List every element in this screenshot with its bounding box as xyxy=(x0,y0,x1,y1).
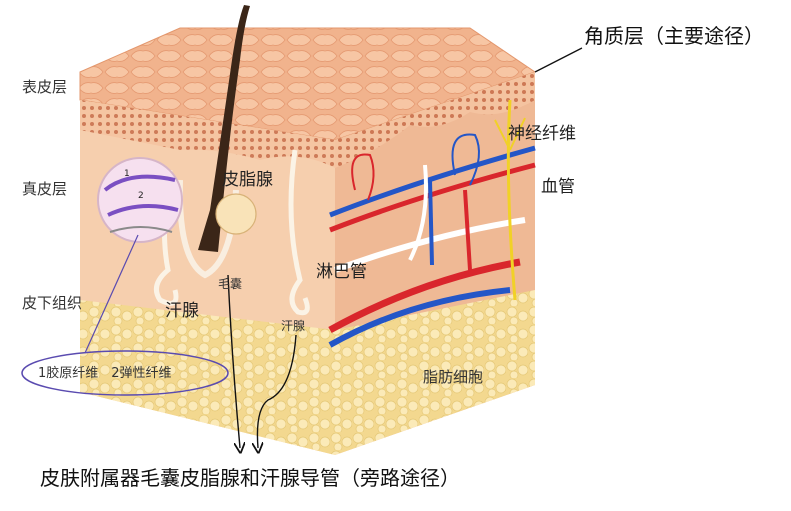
elastic-fiber xyxy=(109,226,173,233)
capillary-loop-1 xyxy=(351,153,375,201)
collagen-fiber-1 xyxy=(103,174,176,192)
blood-vessel-label: 血管 xyxy=(541,177,575,197)
hair-shaft-icon xyxy=(198,5,250,252)
fiber-legend-ellipse xyxy=(21,350,229,396)
lymph-vessel-label: 淋巴管 xyxy=(316,262,367,282)
epidermis-band-side xyxy=(335,72,535,168)
epidermis-label: 表皮层 xyxy=(22,78,68,96)
nerve-fiber-label: 神经纤维 xyxy=(508,124,576,144)
hair-follicle-label: 毛囊 xyxy=(218,277,243,291)
legend-pointer xyxy=(84,234,139,354)
bypass-caption: 皮肤附属器毛囊皮脂腺和汗腺导管（旁路途径） xyxy=(40,466,460,490)
nerve-branch-1 xyxy=(494,117,526,151)
inset-num-2: 2 xyxy=(138,191,144,201)
sweat-gland-right-label: 汗腺 xyxy=(281,319,306,333)
sebaceous-gland-icon xyxy=(215,193,257,235)
capillary-loop-2 xyxy=(451,133,480,186)
artery-line-lower xyxy=(328,258,521,334)
collagen-fiber-2 xyxy=(107,204,179,217)
fiber-legend-text: 1胶原纤维 2弹性纤维 xyxy=(38,366,172,381)
fat-layer-front xyxy=(80,300,335,455)
bypass-arrow-sweat xyxy=(257,334,297,448)
vein-line-lower xyxy=(328,287,511,348)
subcutaneous-label: 皮下组织 xyxy=(22,294,83,312)
sweat-gland-right-icon xyxy=(288,149,310,316)
fat-layer-side xyxy=(335,290,535,455)
corneum-pointer xyxy=(534,47,583,73)
nerve-fiber-icon xyxy=(506,99,517,301)
sweat-gland-left-label: 汗腺 xyxy=(165,301,199,321)
vein-branch xyxy=(428,179,434,266)
inset-num-1: 1 xyxy=(124,169,130,179)
artery-branch xyxy=(463,189,472,271)
epidermis-band xyxy=(80,100,335,168)
lymph-branch xyxy=(408,164,428,261)
fat-cells-label: 脂肪细胞 xyxy=(423,368,484,386)
sebaceous-gland-label: 皮脂腺 xyxy=(222,170,273,190)
bypass-arrow-follicle xyxy=(227,274,240,448)
dermis-label: 真皮层 xyxy=(22,180,68,198)
stratum-corneum-label: 角质层（主要途径） xyxy=(584,24,764,48)
